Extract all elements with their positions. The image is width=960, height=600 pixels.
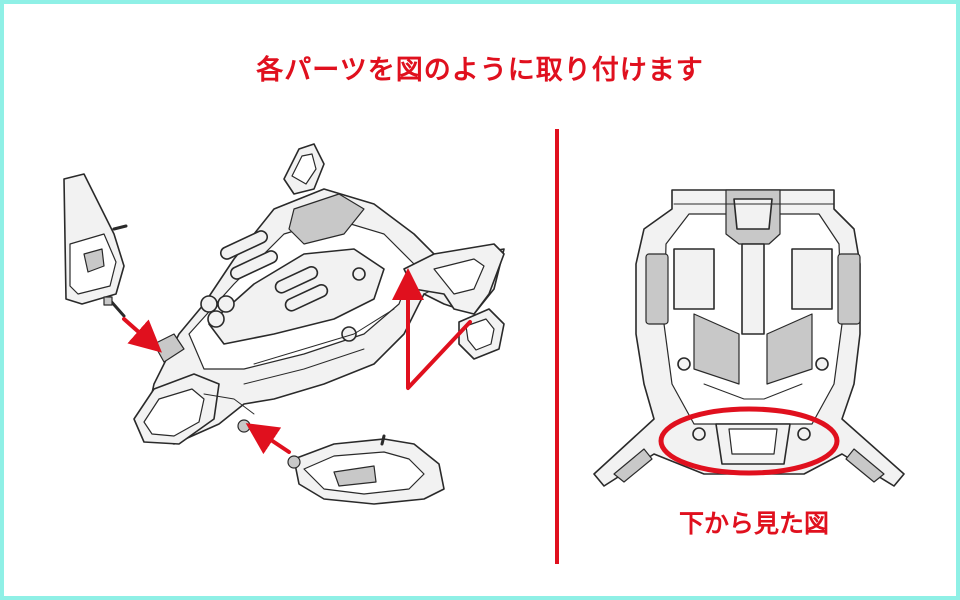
highlight-ellipse bbox=[658, 406, 840, 476]
vehicle-body bbox=[133, 143, 505, 445]
arrow-upper-left bbox=[122, 317, 162, 353]
lower-part bbox=[287, 434, 445, 505]
arrow-right-wing bbox=[392, 268, 472, 390]
illustration bbox=[63, 143, 905, 505]
assembly-view bbox=[63, 143, 505, 505]
bottom-view bbox=[593, 189, 905, 487]
arrow-lower bbox=[245, 423, 291, 455]
bottom-view-caption: 下から見た図 bbox=[678, 509, 829, 538]
center-divider bbox=[555, 129, 559, 564]
upper-left-part bbox=[63, 173, 128, 318]
instruction-title: 各パーツを図のように取り付けます bbox=[256, 55, 704, 86]
